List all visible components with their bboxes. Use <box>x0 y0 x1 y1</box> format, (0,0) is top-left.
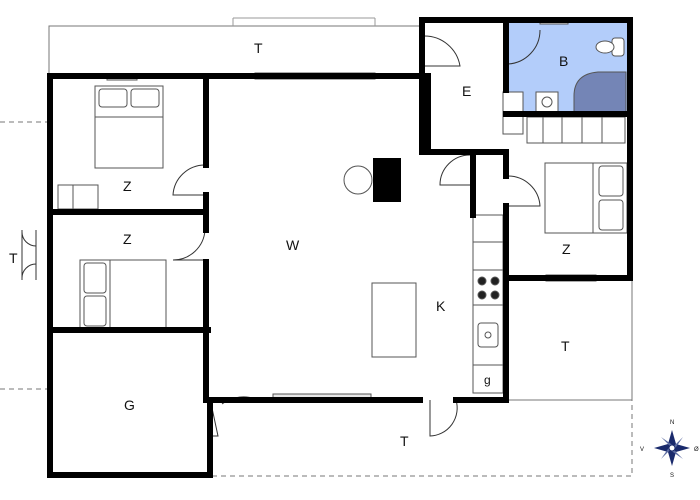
appliance-label: g <box>484 373 491 387</box>
room-label-garage: G <box>124 397 135 413</box>
room-label-terrace-left: T <box>9 250 18 266</box>
fireplace <box>373 158 401 202</box>
walls <box>47 17 633 478</box>
room-label-terrace-right: T <box>561 338 570 354</box>
compass-north-label: N <box>670 420 674 426</box>
room-label-terrace-top: T <box>254 40 263 56</box>
room-label-entrance: E <box>462 83 471 99</box>
room-label-terrace-bottom: T <box>400 433 409 449</box>
room-label-bedroom-right: Z <box>562 241 571 257</box>
room-label-bathroom: B <box>559 53 568 69</box>
compass-icon <box>654 430 690 466</box>
room-label-living-room: W <box>286 237 300 253</box>
compass-south-label: S <box>670 473 674 479</box>
room-label-bedroom-left: Z <box>123 231 132 247</box>
furniture <box>57 37 628 394</box>
door-swings <box>21 29 541 437</box>
room-label-kitchen: K <box>436 298 446 314</box>
room-label-bedroom-top-left: Z <box>123 178 132 194</box>
compass-west-label: V <box>640 447 644 453</box>
shower-area <box>573 71 627 113</box>
compass-east-label: Ø <box>694 447 699 453</box>
